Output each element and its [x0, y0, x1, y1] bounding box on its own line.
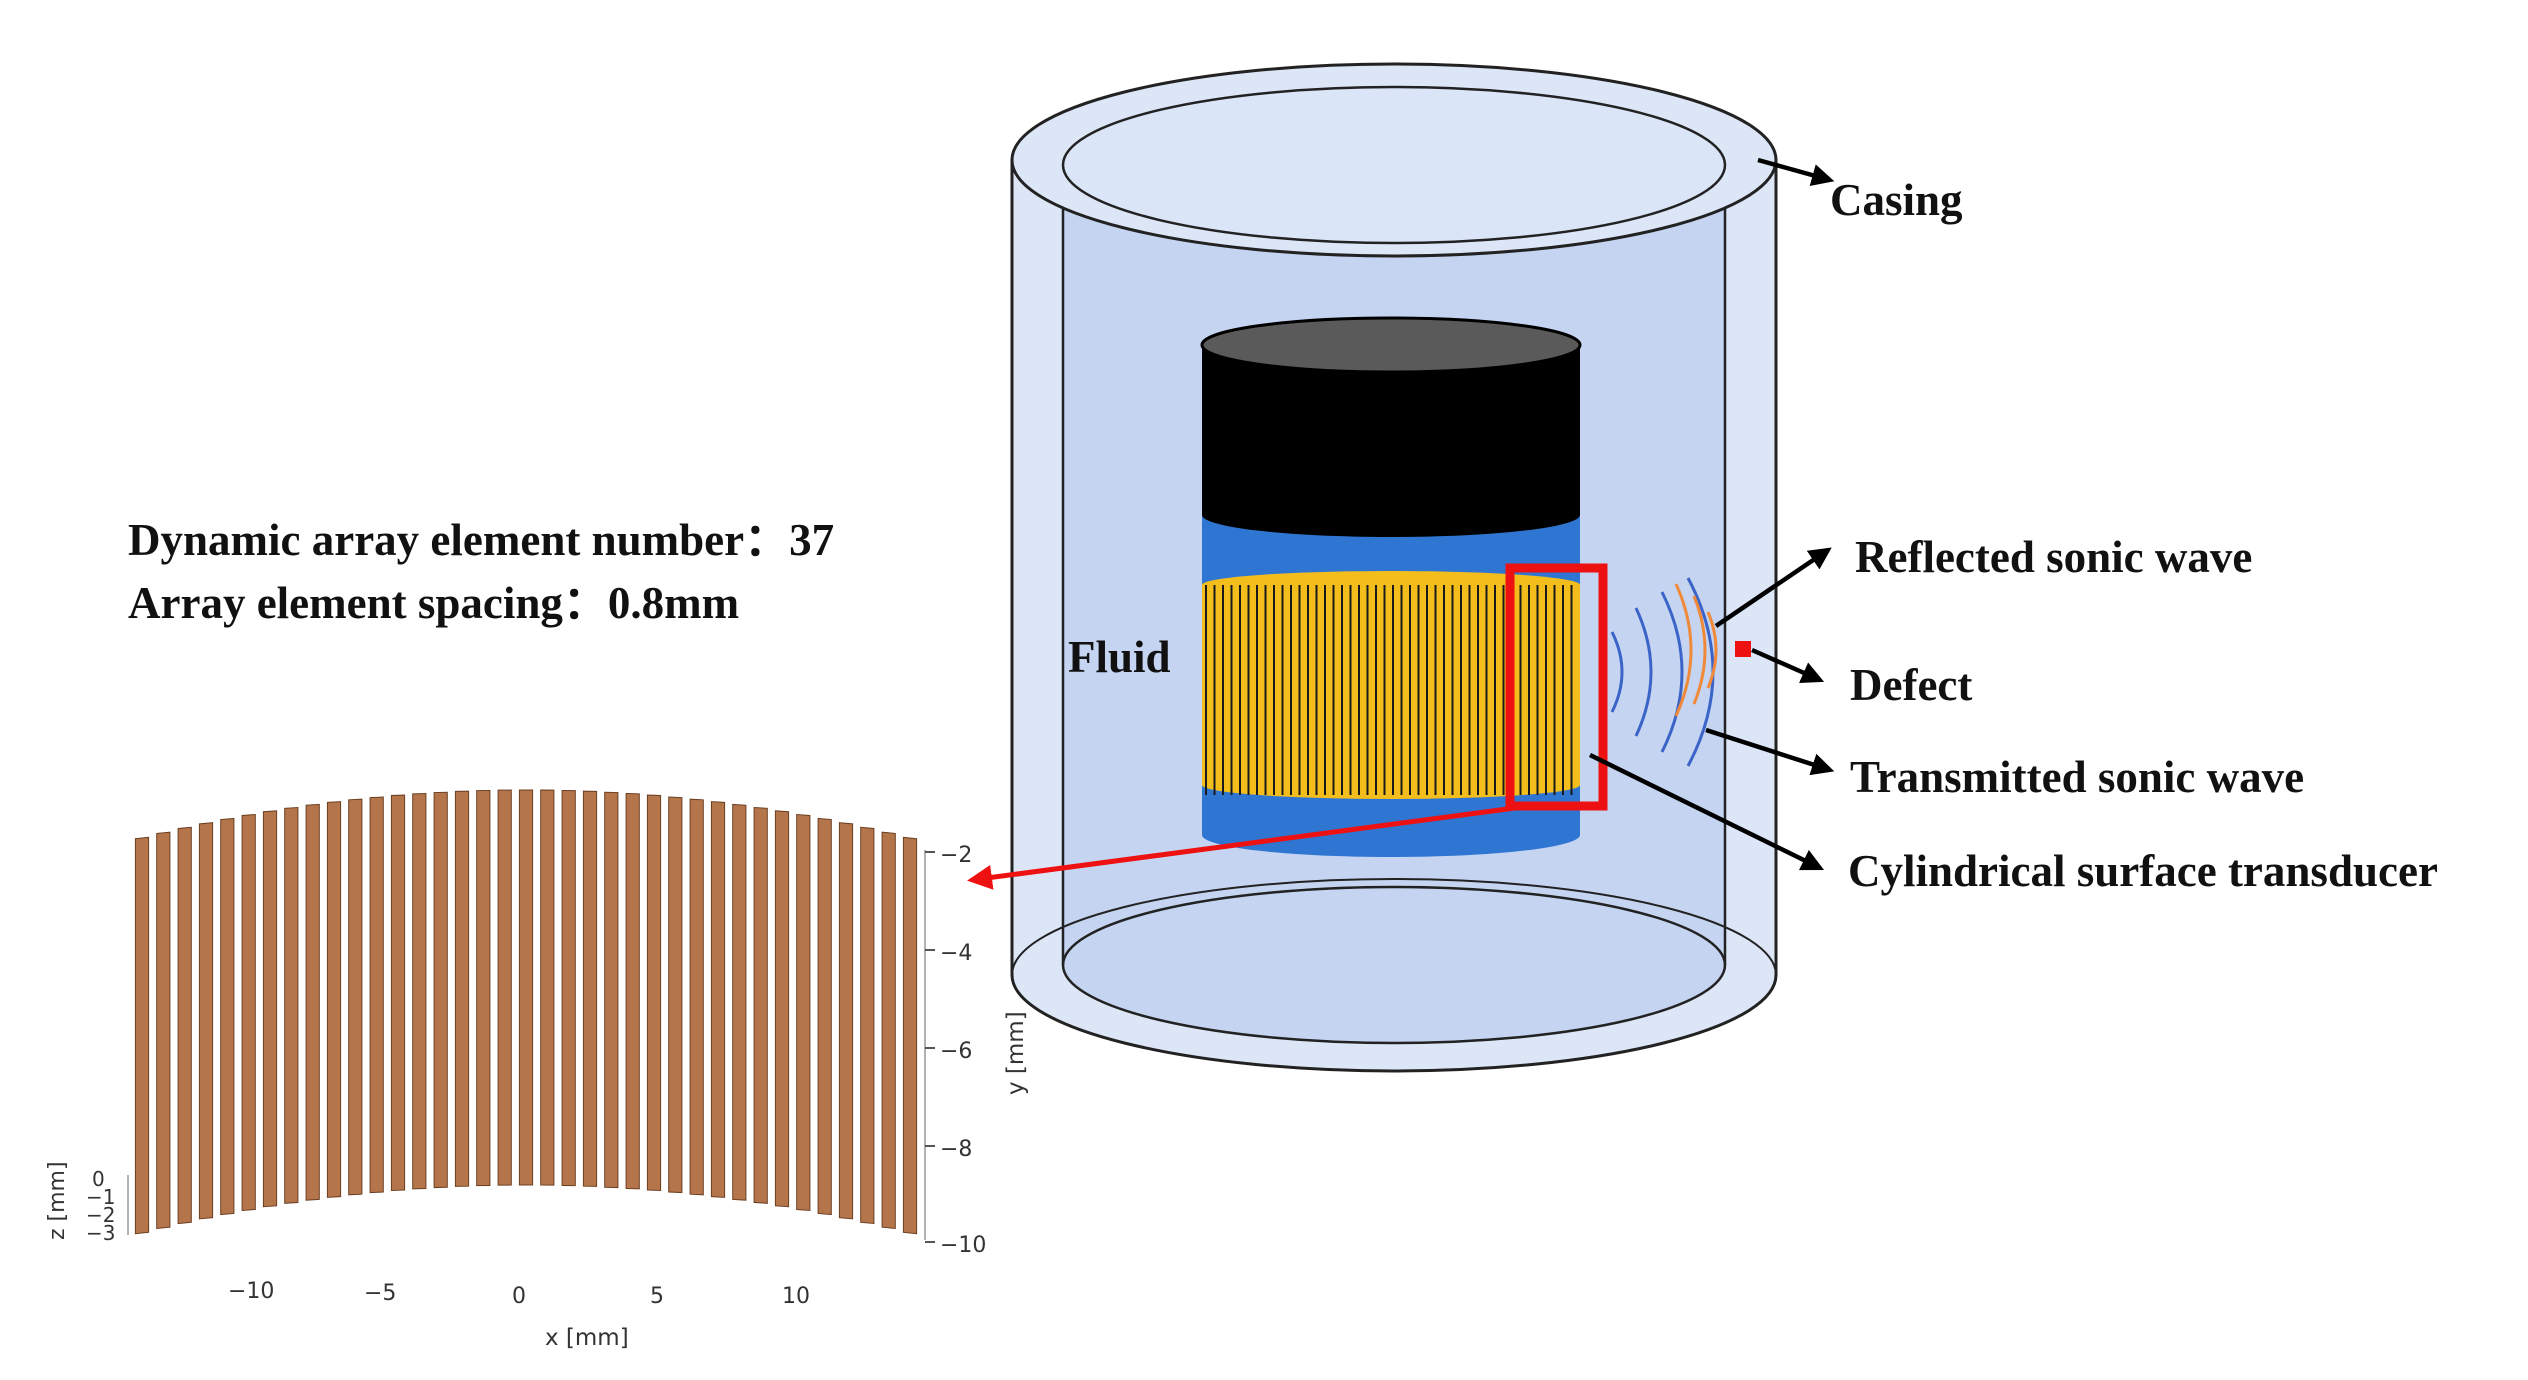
- transmitted-wave-1: [1610, 631, 1624, 713]
- z-tick-1: 0: [92, 1167, 105, 1191]
- array-element: [241, 813, 256, 1212]
- reflected-wave-1: [1706, 611, 1718, 689]
- array-element: [902, 836, 918, 1235]
- z-tick-3: −2: [86, 1203, 115, 1227]
- x-axis-label: x [mm]: [545, 1325, 629, 1351]
- array-element: [604, 791, 619, 1189]
- selection-highlight-box: [1505, 563, 1608, 811]
- array-element: [646, 794, 662, 1192]
- transducer-arrow: [1589, 752, 1825, 871]
- array-element: [881, 831, 896, 1230]
- reflected-wave-3: [1674, 583, 1693, 717]
- array-element: [710, 801, 726, 1198]
- x-tick-3: 0: [512, 1284, 526, 1309]
- z-tick-4: −3: [86, 1221, 115, 1245]
- reflected-label: Reflected sonic wave: [1855, 532, 2252, 582]
- casing-top-inner-ellipse: [1061, 85, 1727, 245]
- array-element: [454, 790, 470, 1187]
- sonic-waves: [1610, 577, 1718, 767]
- defect-arrow: [1751, 647, 1825, 684]
- array-element: [582, 790, 598, 1187]
- array-element: [838, 822, 854, 1220]
- defect-label: Defect: [1850, 660, 1972, 710]
- array-element: [390, 794, 406, 1192]
- array-element: [262, 810, 278, 1208]
- label-arrows: [1589, 157, 1835, 871]
- casing-arrow: [1757, 157, 1835, 187]
- array-element: [561, 790, 576, 1187]
- array-element: [177, 826, 192, 1225]
- y-tick-3: −6: [940, 1039, 972, 1064]
- array-element: [668, 796, 683, 1194]
- array-element: [625, 792, 640, 1190]
- x-tick-2: −5: [364, 1281, 396, 1306]
- array-element: [433, 791, 448, 1189]
- transmitted-arrow: [1705, 727, 1835, 776]
- transmitted-label: Transmitted sonic wave: [1850, 752, 2304, 802]
- array-element: [732, 803, 747, 1201]
- transmitted-wave-2: [1634, 607, 1653, 737]
- defect-marker: [1735, 641, 1751, 657]
- array-element: [796, 813, 811, 1212]
- array-element: [497, 789, 512, 1186]
- element-spacing-text: Array element spacing：0.8mm: [128, 578, 739, 628]
- reflected-wave-2: [1692, 595, 1707, 705]
- x-tick-1: −10: [228, 1279, 274, 1304]
- x-tick-4: 5: [650, 1284, 664, 1309]
- array-element: [540, 789, 555, 1186]
- array-element: [348, 798, 363, 1196]
- array-element: [412, 792, 427, 1190]
- array-element: [369, 796, 384, 1194]
- y-tick-1: −2: [940, 843, 972, 868]
- array-element: [817, 817, 832, 1216]
- z-tick-2: −1: [86, 1185, 115, 1209]
- casing-bottom-back-arc: [1061, 885, 1727, 966]
- transducer-band: [1202, 571, 1580, 799]
- transducer-label: Cylindrical surface transducer: [1848, 846, 2438, 896]
- array-element: [326, 801, 342, 1198]
- z-axis-ticks: 0 −1 −2 −3: [86, 1167, 115, 1245]
- transducer-element-lines: [1205, 585, 1573, 795]
- transmitted-wave-3: [1660, 591, 1684, 753]
- array-element: [753, 806, 768, 1204]
- array-element: [220, 817, 235, 1216]
- tool-top-cap: [1200, 316, 1582, 374]
- array-element: [774, 810, 790, 1208]
- array-element: [518, 789, 534, 1186]
- tool-black-section: [1202, 345, 1580, 537]
- array-element: [476, 790, 491, 1187]
- y-tick-5: −10: [940, 1233, 986, 1258]
- y-tick-4: −8: [940, 1137, 972, 1162]
- array-elements: [134, 789, 918, 1235]
- x-axis-ticks: −10 −5 0 5 10: [228, 1279, 810, 1309]
- z-axis-label: z [mm]: [45, 1161, 70, 1240]
- array-element: [305, 803, 320, 1201]
- zoom-arrow: [967, 805, 1516, 890]
- reflected-arrow: [1714, 547, 1832, 628]
- array-element: [689, 798, 704, 1196]
- y-axis-label: y [mm]: [1003, 1011, 1029, 1095]
- element-number-text: Dynamic array element number：37: [128, 515, 834, 565]
- array-element: [860, 826, 875, 1225]
- logging-tool: [1200, 316, 1582, 857]
- array-element: [156, 831, 171, 1230]
- x-tick-5: 10: [782, 1284, 810, 1309]
- array-element: [198, 822, 214, 1220]
- y-tick-2: −4: [940, 941, 972, 966]
- array-element: [284, 806, 299, 1204]
- casing-bottom-outer-back-arc: [1011, 878, 1777, 976]
- fluid-label: Fluid: [1068, 632, 1171, 682]
- y-axis-ticks: −2 −4 −6 −8 −10: [925, 843, 986, 1258]
- array-element: [134, 836, 150, 1235]
- casing-label: Casing: [1830, 175, 1963, 225]
- array-element-plot: −2 −4 −6 −8 −10 y [mm] −10 −5 0 5 10 x […: [45, 789, 1029, 1351]
